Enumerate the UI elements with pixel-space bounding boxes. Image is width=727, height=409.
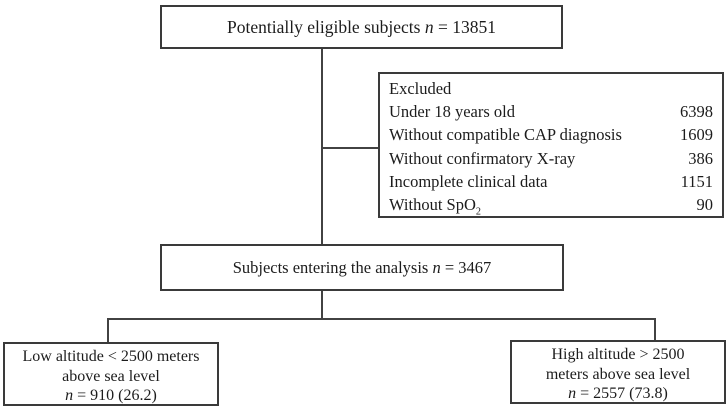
potentially-eligible-text: Potentially eligible subjects n = 13851 xyxy=(227,17,496,38)
high-altitude-stat: = 2557 (73.8) xyxy=(576,385,668,402)
excluded-row-label: Without SpO2 xyxy=(389,193,481,218)
high-altitude-count: n = 2557 (73.8) xyxy=(512,384,724,404)
excluded-box: Excluded Under 18 years old 6398 Without… xyxy=(378,72,724,218)
excluded-row: Without confirmatory X-ray 386 xyxy=(389,147,713,170)
n-symbol: n xyxy=(568,385,577,402)
low-altitude-line1: Low altitude < 2500 meters xyxy=(22,348,200,365)
connector-right-drop xyxy=(654,318,656,342)
spo2-label: Without SpO xyxy=(389,195,476,215)
low-altitude-line2: above sea level xyxy=(62,367,160,385)
excluded-row: Without compatible CAP diagnosis 1609 xyxy=(389,123,713,146)
connector-excluded-horizontal xyxy=(321,147,379,149)
excluded-title: Excluded xyxy=(389,79,452,98)
high-altitude-line2: meters above sea level xyxy=(545,365,691,383)
analysis-box: Subjects entering the analysis n = 3467 xyxy=(160,244,564,291)
excluded-row-label: Under 18 years old xyxy=(389,102,516,122)
low-altitude-stat: = 910 (26.2) xyxy=(73,387,157,404)
excluded-row-label: Without confirmatory X-ray xyxy=(389,148,576,168)
n-symbol: n xyxy=(432,257,441,277)
excluded-row-label: Incomplete clinical data xyxy=(389,171,548,191)
potentially-eligible-count: = 13851 xyxy=(433,16,496,37)
excluded-row-value: 1609 xyxy=(680,125,713,145)
excluded-title-row: Excluded xyxy=(389,77,713,100)
analysis-count: = 3467 xyxy=(440,257,492,277)
connector-left-drop xyxy=(107,318,109,344)
excluded-row-label: Without compatible CAP diagnosis xyxy=(389,125,622,145)
high-altitude-line1: High altitude > 2500 xyxy=(551,346,685,363)
potentially-eligible-box: Potentially eligible subjects n = 13851 xyxy=(160,5,563,49)
excluded-row-value: 386 xyxy=(688,148,713,168)
low-altitude-count: n = 910 (26.2) xyxy=(5,386,217,406)
low-altitude-box: Low altitude < 2500 meters above sea lev… xyxy=(3,342,219,406)
potentially-eligible-prefix: Potentially eligible subjects xyxy=(227,16,425,37)
connector-middle-vertical xyxy=(321,289,323,320)
spo2-subscript: 2 xyxy=(475,206,481,218)
n-symbol: n xyxy=(65,387,74,404)
excluded-row-value: 6398 xyxy=(680,102,713,122)
n-symbol: n xyxy=(424,16,434,37)
excluded-row-value: 90 xyxy=(696,195,714,215)
connector-branch-horizontal xyxy=(107,318,656,320)
analysis-prefix: Subjects entering the analysis xyxy=(232,257,433,277)
excluded-row-value: 1151 xyxy=(680,171,713,191)
excluded-row: Incomplete clinical data 1151 xyxy=(389,170,713,193)
connector-top-vertical xyxy=(321,48,323,245)
excluded-row: Under 18 years old 6398 xyxy=(389,100,713,123)
analysis-text: Subjects entering the analysis n = 3467 xyxy=(233,258,492,278)
excluded-row: Without SpO2 90 xyxy=(389,193,714,218)
high-altitude-box: High altitude > 2500 meters above sea le… xyxy=(510,340,726,404)
